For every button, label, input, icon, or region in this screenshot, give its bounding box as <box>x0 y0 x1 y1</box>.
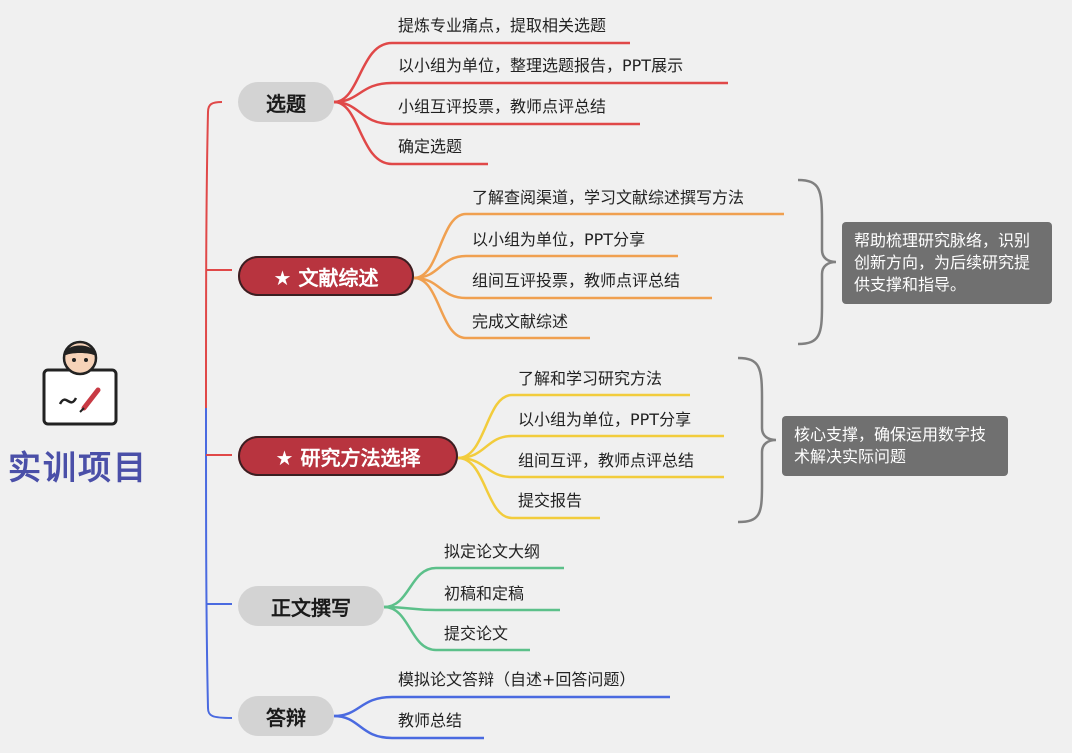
branch-2-connectors <box>413 212 784 340</box>
branch-1-item: 以小组为单位，整理选题报告，PPT展示 <box>398 56 684 75</box>
branch-1-item: 确定选题 <box>398 137 463 156</box>
person-at-laptop-icon <box>42 340 118 426</box>
branch-2-item: 了解查阅渠道，学习文献综述撰写方法 <box>472 188 745 207</box>
branch-4-item: 拟定论文大纲 <box>444 542 541 561</box>
branch-2-item: 以小组为单位，PPT分享 <box>472 230 646 249</box>
branch-3-item: 提交报告 <box>518 491 583 510</box>
branch-pill-xuanti[interactable]: 选题 <box>238 82 334 122</box>
branch-3-item: 组间互评，教师点评总结 <box>518 451 695 470</box>
branch-5-item: 教师总结 <box>398 711 463 730</box>
branch-pill-zhengwen[interactable]: 正文撰写 <box>238 586 384 626</box>
bracket-branch-2 <box>797 178 837 346</box>
branch-1-item: 小组互评投票，教师点评总结 <box>398 97 607 116</box>
note-branch-2: 帮助梳理研究脉络，识别创新方向，为后续研究提供支撑和指导。 <box>842 222 1052 304</box>
branch-4-connectors <box>383 566 564 652</box>
root-title: 实训项目 <box>8 448 148 487</box>
bracket-branch-3 <box>737 356 777 524</box>
branch-pill-dabian[interactable]: 答辩 <box>238 696 334 736</box>
branch-4-item: 初稿和定稿 <box>444 584 525 603</box>
branch-1-item: 提炼专业痛点，提取相关选题 <box>398 16 607 35</box>
branch-pill-yanjiu[interactable]: ★ 研究方法选择 <box>238 436 458 476</box>
branch-4-item: 提交论文 <box>444 624 509 643</box>
trunk-lower <box>205 407 233 719</box>
branch-pill-wenxian[interactable]: ★ 文献综述 <box>238 256 414 296</box>
trunk-upper <box>205 101 223 409</box>
branch-3-item: 了解和学习研究方法 <box>518 369 663 388</box>
note-branch-3: 核心支撑，确保运用数字技术解决实际问题 <box>782 416 1008 476</box>
branch-3-connectors <box>457 393 724 520</box>
branch-1-connectors <box>333 41 728 166</box>
branch-2-item: 完成文献综述 <box>472 312 569 331</box>
branch-3-item: 以小组为单位，PPT分享 <box>518 410 692 429</box>
branch-5-item: 模拟论文答辩（自述+回答问题） <box>398 670 636 689</box>
branch-2-item: 组间互评投票，教师点评总结 <box>472 271 681 290</box>
branch-5-connectors <box>333 695 670 740</box>
